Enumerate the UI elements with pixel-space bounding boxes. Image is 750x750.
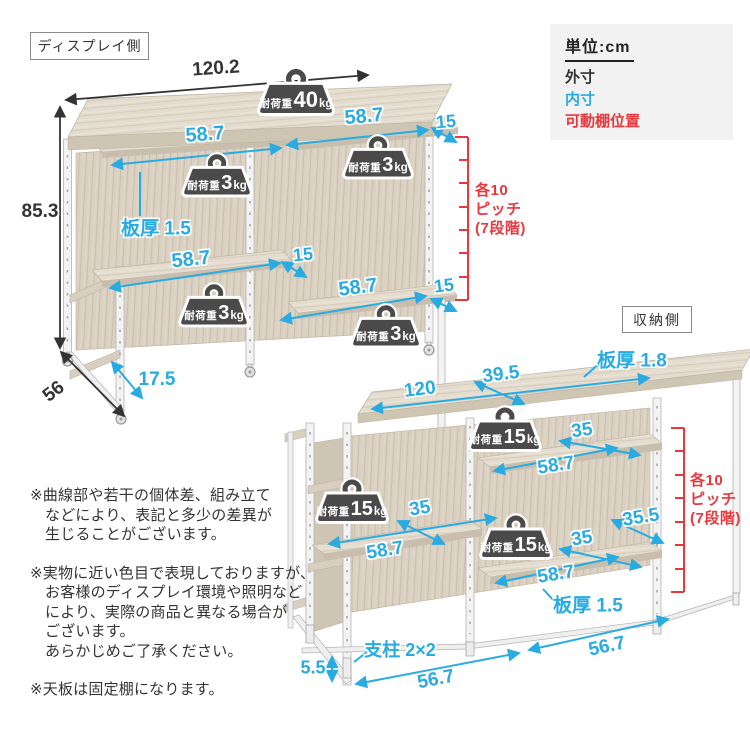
dim-post-size: 支柱 2×2 (364, 640, 436, 660)
badge-unit: kg (373, 506, 388, 518)
badge-prefix: 耐荷重 (469, 434, 503, 446)
note-color-difference: ※実物に近い色目で表現しておりますが、 お客様のディスプレイ環境や照明など によ… (30, 564, 316, 660)
pitch-line: ピッチ (690, 491, 737, 508)
badge-value: 3 (382, 154, 394, 176)
badge-prefix: 耐荷重 (356, 331, 390, 343)
badge-value: 40 (293, 87, 319, 112)
badge-prefix: 耐荷重 (480, 542, 514, 554)
dim-top-board-thickness: 板厚 1.8 (597, 350, 667, 372)
dim-shelf1-depth: 35 (570, 418, 594, 443)
dim-inner-top-right: 58.7 (343, 103, 385, 130)
badge-unit: kg (402, 331, 416, 343)
badge-prefix: 耐荷重 (259, 98, 293, 110)
pitch-line: (7段階) (690, 510, 741, 527)
badge-prefix: 耐荷重 (184, 310, 218, 322)
disclaimer-notes: ※曲線部や若干の個体差、組み立て などにより、表記と多少の差異が 生じることがご… (30, 486, 362, 719)
dim-overhang-bottom: 15 (432, 274, 456, 297)
movable-shelf-bracket-display (455, 136, 469, 301)
pitch-note-display: 各10 ピッチ (7段階) (475, 181, 526, 238)
badge-value: 3 (218, 302, 230, 324)
dim-shelf-board-thickness: 板厚 1.5 (553, 595, 623, 617)
display-dimension-arrows (53, 69, 469, 418)
movable-shelf-bracket-storage (671, 427, 685, 593)
pitch-line: 各10 (475, 182, 509, 199)
dim-board-thickness: 板厚 1.5 (121, 218, 191, 240)
badge-unit: kg (233, 180, 247, 192)
pitch-line: ピッチ (475, 201, 522, 218)
pitch-line: 各10 (690, 472, 724, 489)
legend-panel: 単位:cm 外寸 内寸 可動棚位置 (550, 24, 733, 140)
dim-overhang-top: 15 (435, 110, 457, 133)
note-fixed-top: ※天板は固定棚になります。 (30, 681, 224, 698)
badge-value: 15 (503, 426, 526, 448)
dim-shelf3-depth: 35 (569, 526, 595, 551)
dim-base-clearance: 5.5 (300, 657, 326, 678)
badge-value: 15 (514, 534, 537, 556)
badge-unit: kg (537, 542, 552, 554)
badge-prefix: 耐荷重 (316, 506, 350, 518)
dim-inner-bottom: 58.7 (337, 274, 379, 301)
dim-top-depth: 39.5 (481, 361, 521, 388)
badge-value: 15 (350, 498, 373, 520)
dim-display-height: 85.3 (21, 201, 59, 222)
note-individual-difference: ※曲線部や若干の個体差、組み立て などにより、表記と多少の差異が 生じることがご… (30, 487, 273, 543)
storage-dimension-arrows (325, 361, 685, 689)
pitch-line: (7段階) (475, 220, 526, 237)
badge-unit: kg (394, 162, 408, 174)
dim-overhang-middle: 15 (291, 243, 314, 266)
badge-prefix: 耐荷重 (187, 180, 221, 192)
legend-movable-label: 可動棚位置 (565, 113, 641, 130)
dim-inner-middle: 58.7 (170, 246, 212, 273)
badge-value: 3 (390, 323, 402, 345)
badge-unit: kg (526, 434, 541, 446)
dim-storage-inner-width: 120 (402, 377, 437, 402)
unit-label: 単位:cm (565, 33, 635, 62)
badge-prefix: 耐荷重 (348, 162, 382, 174)
badge-unit: kg (230, 310, 244, 322)
storage-side-tag: 収納側 (622, 306, 692, 333)
legend-outer-label: 外寸 (565, 69, 596, 86)
dim-shelf2-depth: 35 (407, 496, 433, 521)
display-side-tag: ディスプレイ側 (30, 32, 149, 60)
dim-inner-top-left: 58.7 (184, 122, 226, 147)
dim-base-depth: 17.5 (138, 369, 176, 390)
dim-display-width: 120.2 (191, 56, 241, 81)
badge-unit: kg (319, 98, 333, 110)
pitch-note-storage: 各10 ピッチ (7段階) (690, 471, 741, 528)
badge-value: 3 (221, 172, 233, 194)
legend-inner-label: 内寸 (565, 91, 596, 108)
